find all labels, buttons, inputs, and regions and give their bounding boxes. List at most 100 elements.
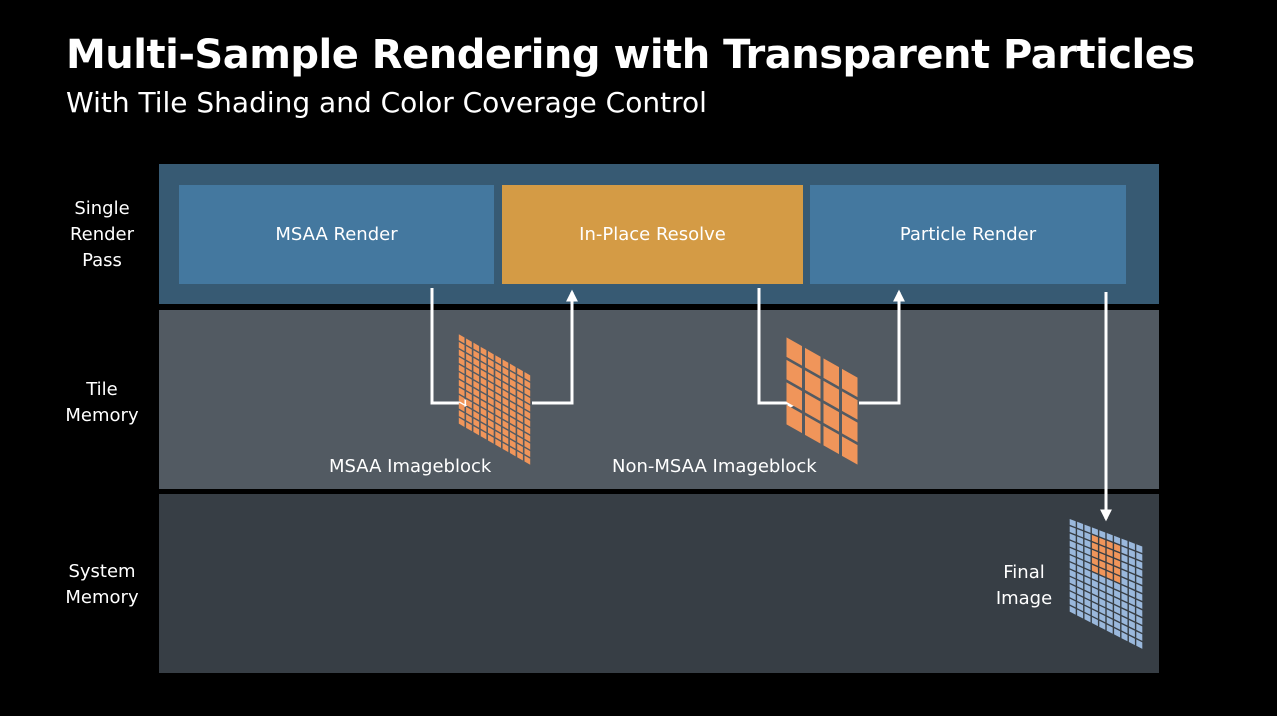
msaa-tile (502, 442, 509, 453)
stage-msaa-render: MSAA Render (179, 185, 494, 284)
msaa-imageblock-grid (458, 334, 531, 465)
msaa-tile (458, 417, 465, 427)
final-image-tile (1077, 609, 1084, 619)
final-image-tile (1106, 586, 1113, 596)
msaa-tile (466, 368, 472, 379)
msaa-tile (458, 410, 465, 420)
msaa-tile (480, 377, 487, 387)
msaa-tile (466, 421, 472, 432)
msaa-tile (502, 382, 509, 392)
final-image-tile (1114, 620, 1121, 630)
msaa-tile (488, 404, 494, 414)
msaa-tile (495, 385, 501, 395)
final-image-tile (1136, 607, 1143, 617)
final-image-tile (1106, 578, 1113, 588)
final-image-tile (1084, 546, 1091, 556)
final-image-tile (1106, 563, 1113, 573)
msaa-tile (517, 375, 523, 385)
final-image-tile (1084, 583, 1091, 593)
non-msaa-tile (842, 413, 858, 443)
final-image-tile (1136, 623, 1143, 633)
msaa-tile (524, 394, 531, 405)
final-image-tile (1121, 546, 1128, 556)
final-image-tile (1128, 635, 1135, 646)
non-msaa-tile (842, 368, 858, 398)
msaa-tile (502, 389, 509, 400)
final-image-tile (1091, 572, 1098, 581)
final-image-tile (1099, 605, 1106, 615)
final-image-tile (1121, 593, 1128, 603)
non-msaa-tile (786, 359, 802, 389)
msaa-tile (473, 395, 480, 406)
msaa-tile (480, 399, 487, 410)
final-image-tile (1114, 612, 1121, 622)
final-image-tile (1121, 631, 1128, 642)
final-image-tile (1091, 579, 1098, 589)
msaa-tile (473, 372, 480, 383)
msaa-tile (502, 427, 509, 437)
msaa-tile (524, 379, 531, 389)
msaa-tile (502, 435, 509, 445)
final-image-tile (1128, 612, 1135, 622)
final-image-label: Final Image (995, 562, 1053, 609)
arrow-resolve-to-non-msaa-imageblock (757, 288, 800, 409)
msaa-tile (502, 420, 509, 430)
msaa-tile (480, 384, 487, 395)
msaa-tile (466, 361, 472, 371)
final-image-tile (1128, 541, 1135, 551)
final-image-tile (1077, 580, 1084, 590)
final-image-tile (1099, 567, 1106, 577)
msaa-tile (495, 415, 501, 426)
final-image-tile (1136, 599, 1143, 609)
final-image-tile (1114, 589, 1121, 599)
final-image-tile (1069, 576, 1076, 586)
msaa-tile (458, 379, 465, 390)
msaa-tile (509, 409, 516, 419)
final-image-tile (1077, 565, 1084, 575)
final-image-tile (1128, 557, 1135, 566)
final-image-tile (1069, 562, 1076, 571)
msaa-tile (466, 383, 472, 394)
final-image-tile (1136, 639, 1143, 649)
final-image-tile (1069, 547, 1076, 557)
final-image-tile (1121, 554, 1128, 563)
final-image-tile (1121, 561, 1128, 571)
row-label-system-memory: System Memory (65, 561, 139, 608)
non-msaa-tile (805, 347, 821, 377)
final-image-tile (1099, 590, 1106, 600)
final-image-tile (1106, 571, 1113, 580)
final-image-tile (1099, 552, 1106, 562)
final-image-tile (1136, 591, 1143, 601)
final-image-tile (1077, 521, 1084, 530)
final-image-tile (1114, 543, 1121, 553)
final-image-tile (1121, 600, 1128, 610)
msaa-tile (488, 411, 494, 421)
msaa-tile (509, 424, 516, 434)
final-image-tile (1099, 545, 1106, 554)
final-image-tile (1069, 526, 1076, 535)
msaa-tile (473, 365, 480, 375)
msaa-tile (466, 406, 472, 416)
final-image-tile (1128, 572, 1135, 582)
final-image-tile (1084, 598, 1091, 608)
final-image-tile (1121, 608, 1128, 618)
final-image-tile (1114, 582, 1121, 591)
non-msaa-imageblock-grid (786, 337, 858, 465)
msaa-tile (509, 401, 516, 411)
final-image-tile (1091, 602, 1098, 612)
tile-memory-band (159, 310, 1159, 489)
msaa-tile (480, 346, 487, 357)
non-msaa-tile (823, 425, 839, 455)
msaa-tile (524, 417, 531, 427)
non-msaa-tile (805, 370, 821, 399)
final-image-tile (1099, 620, 1106, 630)
final-image-tile (1077, 572, 1084, 582)
msaa-tile (495, 355, 501, 365)
msaa-tile (458, 394, 465, 405)
msaa-tile (524, 455, 531, 465)
final-image-tile (1077, 543, 1084, 553)
non-msaa-tile (842, 391, 858, 420)
non-msaa-tile (786, 382, 802, 411)
final-image-tile (1084, 539, 1091, 548)
final-image-tile (1136, 544, 1143, 553)
